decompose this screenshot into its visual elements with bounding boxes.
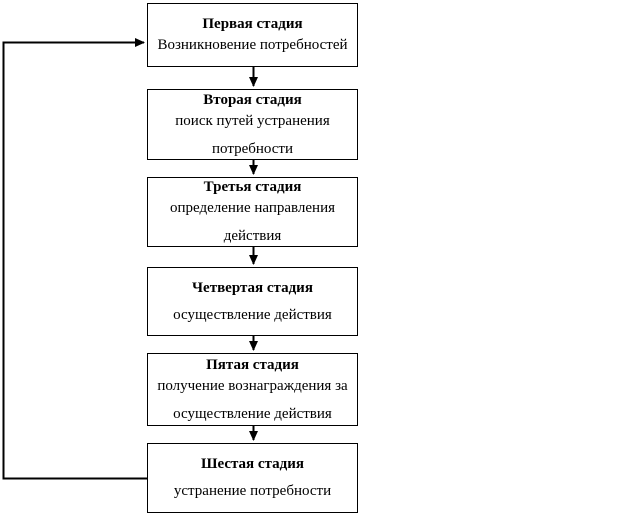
stage-text-line: Возникновение потребностей xyxy=(157,37,348,53)
stage-text-line: поиск путей устранения xyxy=(175,112,330,129)
stage-title: Третья стадия xyxy=(203,179,302,195)
stage-text-line: действия xyxy=(223,228,282,244)
stage-box-third: Третья стадия определение направления де… xyxy=(147,177,358,247)
stage-box-fourth: Четвертая стадия осуществление действия xyxy=(147,267,358,336)
stage-text-line: осуществление действия xyxy=(173,405,332,422)
stage-text-line: получение вознаграждения за xyxy=(157,377,348,394)
stage-text-line: осуществление действия xyxy=(173,306,332,323)
stage-title: Первая стадия xyxy=(202,16,303,32)
feedback-loop-connector xyxy=(2,38,147,480)
stage-title: Пятая стадия xyxy=(206,356,299,373)
stage-title: Шестая стадия xyxy=(201,456,304,472)
stage-box-first: Первая стадия Возникновение потребностей xyxy=(147,3,358,67)
stage-box-sixth: Шестая стадия устранение потребности xyxy=(147,443,358,513)
stage-box-fifth: Пятая стадия получение вознаграждения за… xyxy=(147,353,358,426)
stage-text-line: потребности xyxy=(212,140,293,157)
stage-title: Вторая стадия xyxy=(203,91,302,108)
stage-text-line: определение направления xyxy=(169,200,336,216)
stage-box-second: Вторая стадия поиск путей устранения пот… xyxy=(147,89,358,160)
stage-title: Четвертая стадия xyxy=(192,279,313,296)
stage-text-line: устранение потребности xyxy=(173,483,332,499)
